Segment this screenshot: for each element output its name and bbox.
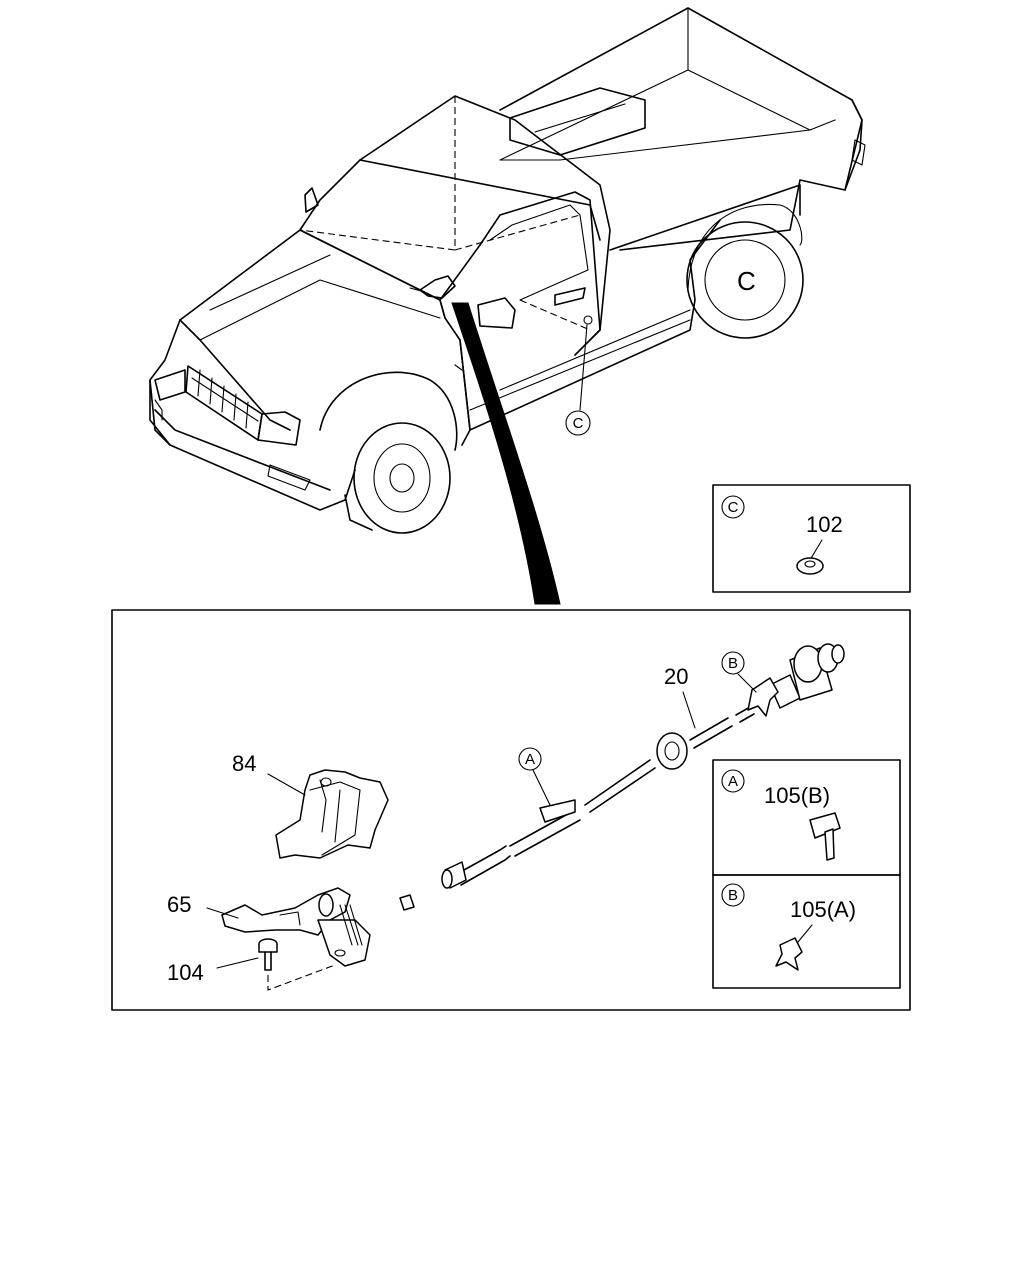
detail-box-a: A 105(B) — [712, 759, 901, 876]
hood-latch-65: 65 — [167, 887, 371, 967]
hood-release-cable-20: 20 B A — [399, 643, 845, 911]
callout-b-box-letter: B — [728, 887, 738, 904]
part-label-20: 20 — [664, 664, 688, 689]
detail-box-b: B 105(A) — [712, 874, 901, 989]
callout-a-box-marker — [721, 769, 745, 793]
callout-a-marker — [518, 747, 542, 771]
callout-c-box-letter: C — [728, 499, 739, 516]
clip-105b — [809, 812, 841, 861]
grommet-102 — [796, 557, 824, 575]
callout-b-marker — [721, 651, 745, 675]
callout-c-letter: C — [573, 415, 584, 432]
bolt-104: 104 — [167, 938, 336, 991]
callout-c-box-marker — [721, 495, 745, 519]
callout-c-marker — [565, 410, 591, 436]
part-label-84: 84 — [232, 751, 256, 776]
pickup-truck-illustration: C C — [149, 7, 866, 605]
part-label-104: 104 — [167, 960, 204, 985]
hood-lock-cover-84: 84 — [232, 751, 389, 859]
detail-box-c: C 102 — [712, 484, 911, 593]
detail-box-main: 20 B A 84 6 — [111, 609, 911, 1011]
part-label-105b: 105(B) — [764, 783, 830, 808]
callout-b-box-marker — [721, 883, 745, 907]
part-label-65: 65 — [167, 892, 191, 917]
svg-text:C: C — [737, 266, 756, 296]
clip-105a — [775, 937, 803, 971]
callout-a-box-letter: A — [728, 773, 738, 790]
part-label-105a: 105(A) — [790, 897, 856, 922]
part-label-102: 102 — [806, 512, 843, 537]
callout-a-letter: A — [525, 751, 535, 768]
callout-b-letter: B — [728, 655, 738, 672]
